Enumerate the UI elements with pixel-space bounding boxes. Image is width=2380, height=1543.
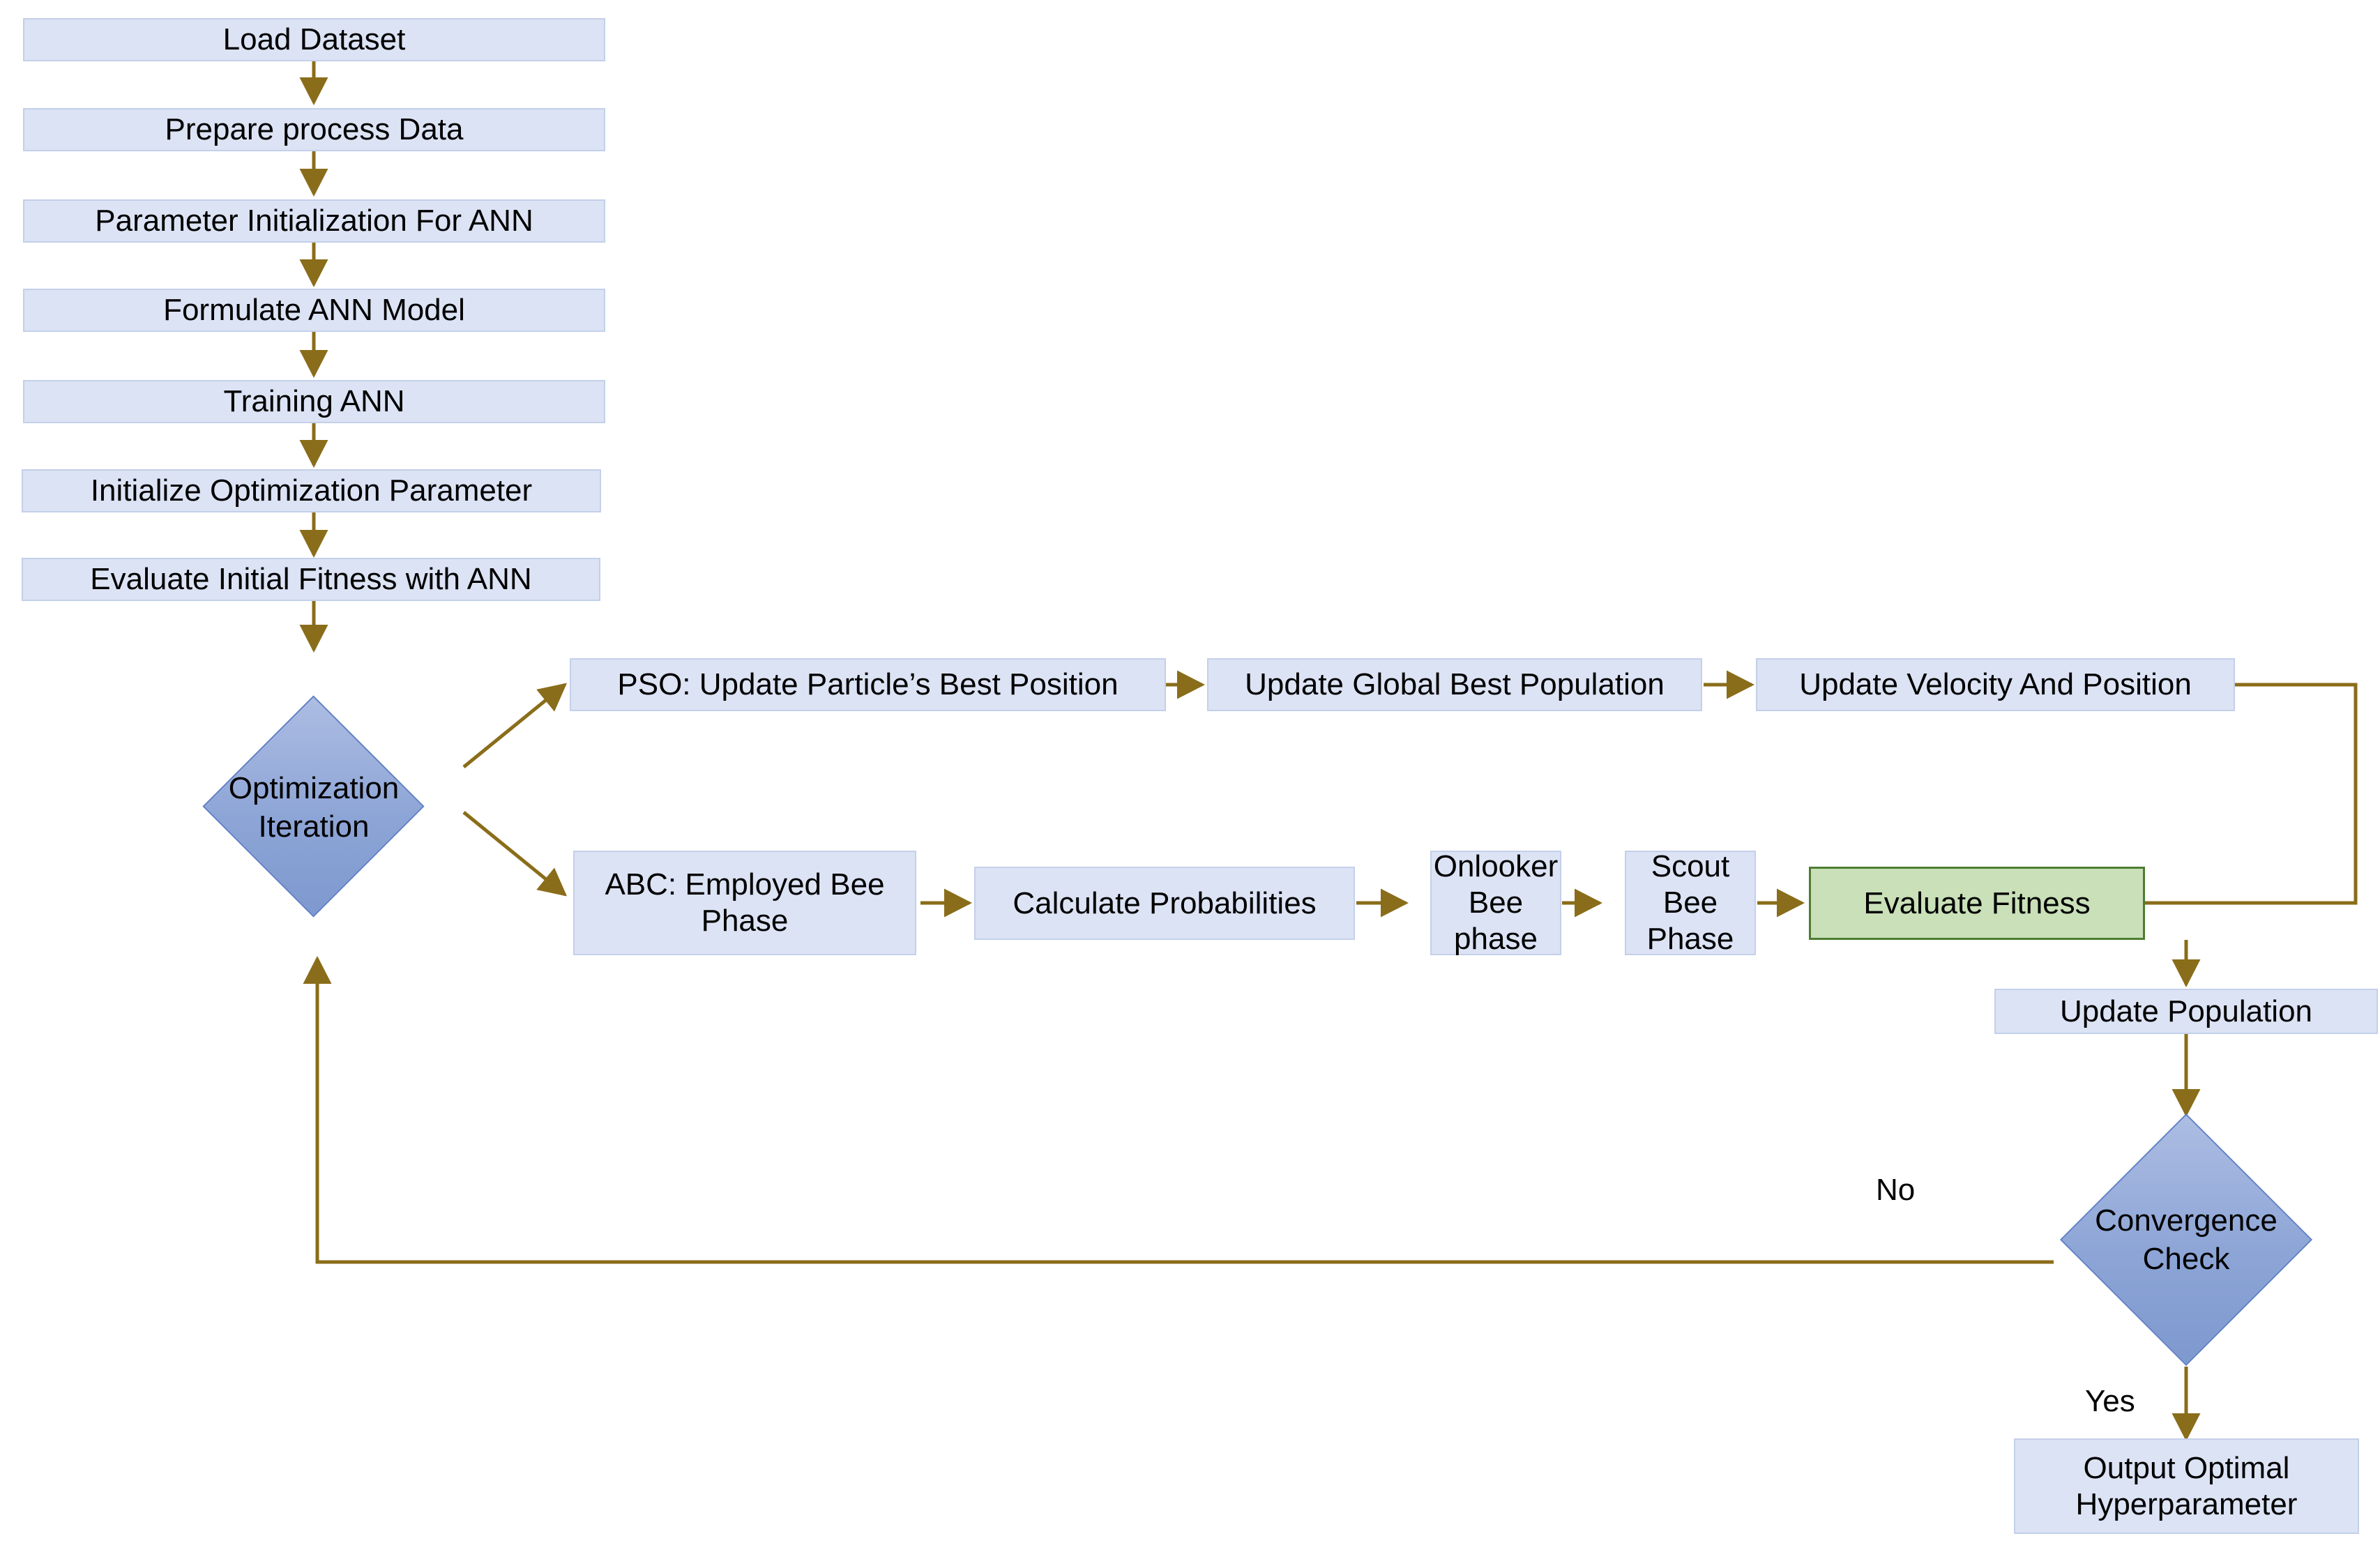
node-formulate-ann-model[interactable]: Formulate ANN Model — [23, 289, 605, 332]
node-label-line-2: Hyperparameter — [2075, 1487, 2298, 1521]
edge-diamond-to-abc — [462, 811, 568, 897]
node-label: Training ANN — [223, 384, 405, 419]
edge-convergence-no-loop — [303, 955, 2054, 1264]
node-update-population[interactable]: Update Population — [1994, 989, 2378, 1034]
node-label: Update Velocity And Position — [1799, 667, 2192, 702]
node-label: PSO: Update Particle’s Best Position — [617, 667, 1119, 702]
node-label: Prepare process Data — [165, 112, 464, 147]
node-label-line-1: Onlooker — [1433, 849, 1559, 884]
node-label-line-2: Phase — [1646, 921, 1734, 956]
node-prepare-process-data[interactable]: Prepare process Data — [23, 108, 605, 151]
node-pso-update-particles-best-position[interactable]: PSO: Update Particle’s Best Position — [570, 658, 1166, 711]
node-label: Initialize Optimization Parameter — [90, 473, 533, 508]
node-load-dataset[interactable]: Load Dataset — [23, 18, 605, 61]
node-label-line-1: ABC: Employed Bee — [605, 867, 885, 902]
node-label: Formulate ANN Model — [163, 293, 465, 328]
node-update-global-best-population[interactable]: Update Global Best Population — [1207, 658, 1702, 711]
edge-label-no: No — [1876, 1173, 1915, 1208]
node-update-velocity-and-position[interactable]: Update Velocity And Position — [1756, 658, 2235, 711]
node-label-line-1: Output Optimal — [2083, 1450, 2290, 1485]
edge-label-yes: Yes — [2085, 1384, 2135, 1419]
node-label: Load Dataset — [222, 22, 406, 57]
node-initialize-optimization-parameter[interactable]: Initialize Optimization Parameter — [22, 469, 601, 512]
node-output-optimal-hyperparameter[interactable]: Output Optimal Hyperparameter — [2014, 1438, 2359, 1534]
node-training-ann[interactable]: Training ANN — [23, 380, 605, 423]
node-label: Calculate Probabilities — [1013, 885, 1317, 920]
edge-diamond-to-pso — [462, 683, 568, 768]
node-calculate-probabilities[interactable]: Calculate Probabilities — [974, 867, 1355, 940]
node-convergence-check[interactable] — [2059, 1113, 2313, 1367]
node-optimization-iteration[interactable] — [202, 695, 425, 918]
node-parameter-initialization-for-ann[interactable]: Parameter Initialization For ANN — [23, 199, 605, 243]
node-label-line-1: Scout Bee — [1651, 849, 1730, 920]
node-evaluate-fitness[interactable]: Evaluate Fitness — [1809, 867, 2145, 940]
node-label: Update Global Best Population — [1245, 667, 1665, 702]
node-scout-bee-phase[interactable]: Scout Bee Phase — [1625, 849, 1756, 956]
node-onlooker-bee-phase[interactable]: Onlooker Bee phase — [1430, 849, 1561, 956]
edge-label-no-text: No — [1876, 1173, 1916, 1207]
node-label: Evaluate Initial Fitness with ANN — [90, 562, 532, 597]
node-label: Evaluate Fitness — [1863, 885, 2091, 920]
node-evaluate-initial-fitness-with-ann[interactable]: Evaluate Initial Fitness with ANN — [22, 558, 600, 601]
node-label: Update Population — [2059, 994, 2313, 1028]
edge-label-yes-text: Yes — [2085, 1384, 2135, 1418]
node-abc-employed-bee-phase[interactable]: ABC: Employed Bee Phase — [573, 851, 916, 955]
node-label-line-2: Bee phase — [1454, 885, 1538, 956]
node-label-line-2: Phase — [701, 904, 789, 938]
node-label: Parameter Initialization For ANN — [95, 204, 533, 238]
